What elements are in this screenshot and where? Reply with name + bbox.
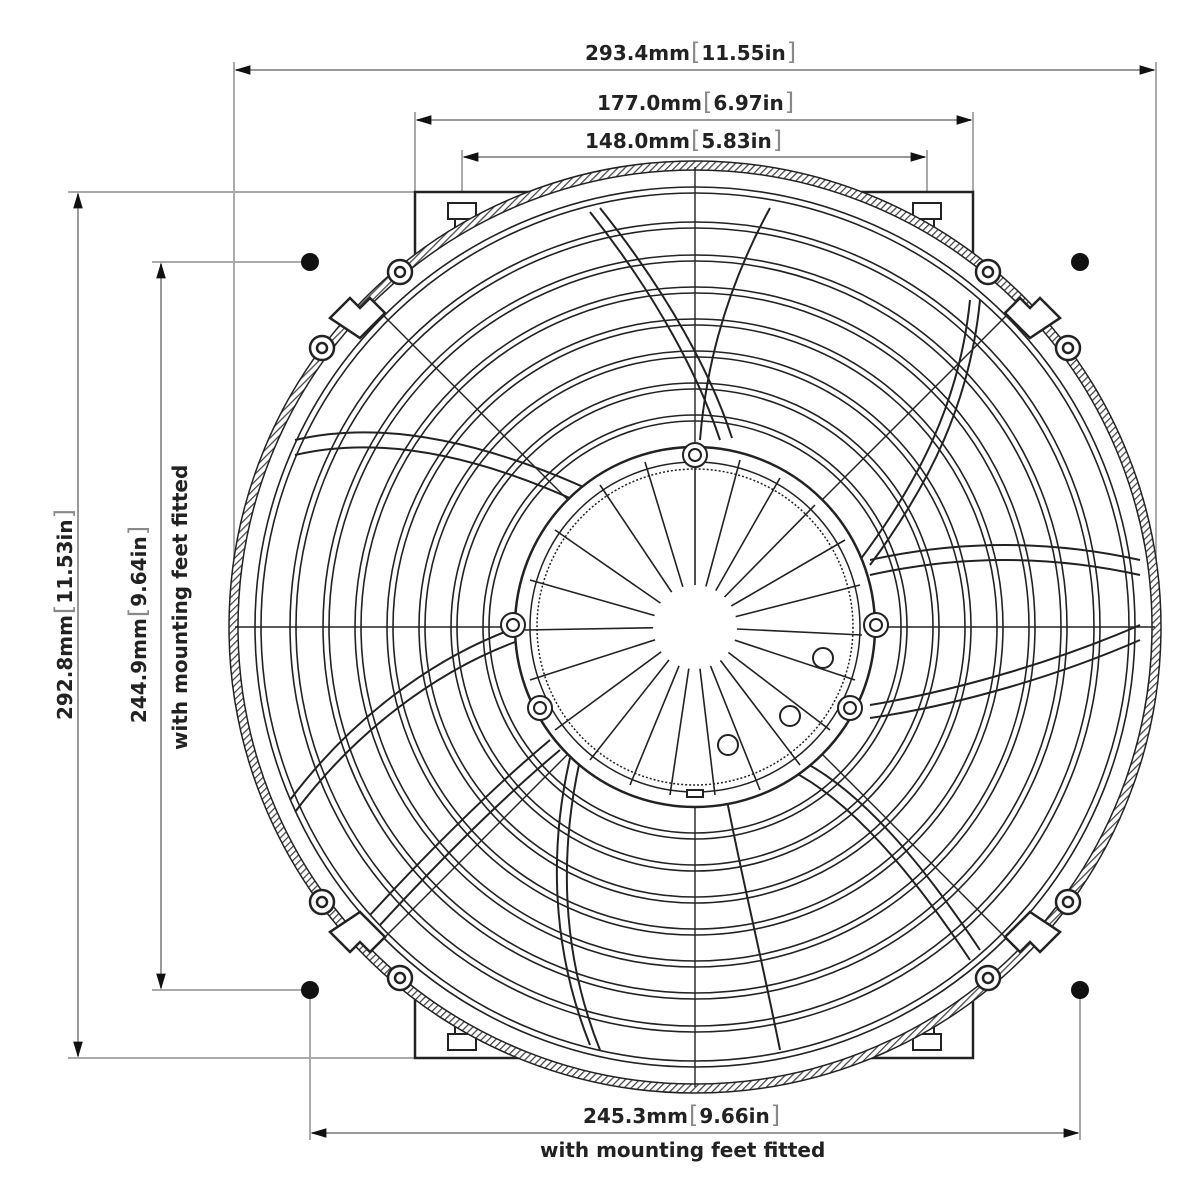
extension-lines — [68, 62, 1157, 1140]
dim-feet-width-note: with mounting feet fitted — [540, 1138, 826, 1162]
dim-feet-height: 244.9mm[9.64in] — [124, 525, 152, 724]
dim-overall-width: 293.4mm[11.55in] — [585, 38, 797, 66]
hub-bosses — [500, 442, 889, 798]
dimension-lines — [73, 65, 1156, 1138]
dim-feet-width: 245.3mm[9.66in] — [583, 1101, 781, 1129]
dim-bracket-spacing: 148.0mm[5.83in] — [585, 126, 783, 154]
side-brackets — [308, 258, 1082, 992]
fan-blades — [289, 207, 1141, 1051]
mounting-foot-holes — [301, 253, 1089, 999]
dim-shroud-width: 177.0mm[6.97in] — [597, 88, 795, 116]
dim-feet-height-note: with mounting feet fitted — [168, 464, 192, 750]
hub-center — [653, 585, 737, 669]
dim-overall-height: 292.8mm[11.53in] — [50, 508, 78, 721]
